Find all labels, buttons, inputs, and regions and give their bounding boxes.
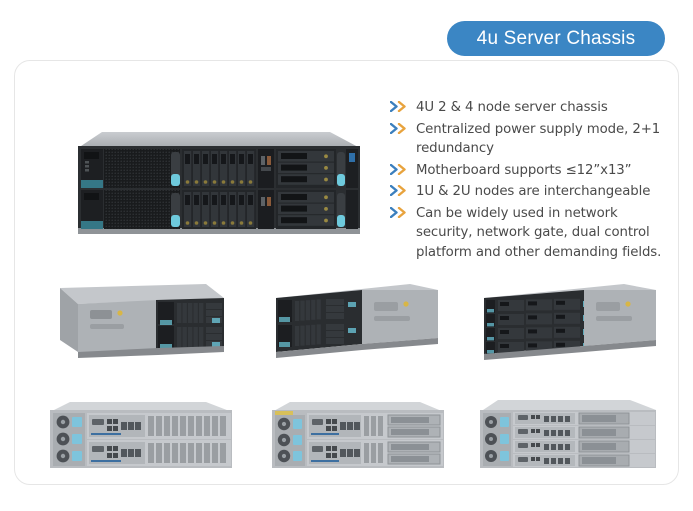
double-chevron-icon (390, 182, 416, 196)
node-upper (81, 149, 358, 188)
server-front-illustration (78, 132, 360, 234)
feature-text: Centralized power supply mode, 2+1 redun… (416, 121, 661, 157)
double-chevron-icon (390, 204, 416, 218)
node-lower (81, 190, 358, 229)
server-rear-4node-pcie (474, 398, 659, 478)
feature-item: 4U 2 & 4 node server chassis (390, 98, 675, 118)
server-angled-illustration (276, 284, 438, 358)
node-io-panel (307, 440, 443, 466)
page-title-banner: 4u Server Chassis (447, 21, 665, 56)
node-io-panel (513, 454, 655, 467)
feature-text: Motherboard supports ≤12”x13” (416, 162, 632, 178)
psu-fan-modules (53, 413, 85, 466)
feature-item: Motherboard supports ≤12”x13” (390, 161, 675, 181)
node-io-panel (87, 440, 231, 466)
feature-item: Can be widely used in network security, … (390, 204, 675, 263)
node-io-panel (513, 440, 655, 453)
double-chevron-icon (390, 161, 416, 175)
psu-fan-modules (483, 413, 511, 466)
feature-list: 4U 2 & 4 node server chassis Centralized… (390, 98, 675, 264)
feature-text: 1U & 2U nodes are interchangeable (416, 184, 651, 199)
hero-server-image (72, 118, 362, 238)
double-chevron-icon (390, 120, 416, 134)
server-angled-right-4node (472, 282, 662, 367)
pcie-card-slot (387, 441, 441, 465)
psu-fan-modules (275, 415, 305, 466)
node-io-panel (87, 413, 231, 439)
pcie-card-slot (387, 414, 441, 438)
node-io-panel (307, 413, 443, 439)
server-angled-left-2node (38, 282, 228, 367)
server-front-4node-illustration (484, 284, 656, 360)
server-angled-illustration (60, 284, 224, 358)
node-io-panel (513, 426, 655, 439)
feature-item: 1U & 2U nodes are interchangeable (390, 182, 675, 202)
server-rear-4node-illustration (480, 400, 656, 468)
server-rear-2node-blank (44, 398, 234, 478)
feature-text: Can be widely used in network security, … (416, 205, 662, 260)
feature-item: Centralized power supply mode, 2+1 redun… (390, 120, 675, 159)
node-io-panel (513, 412, 655, 425)
page-title: 4u Server Chassis (476, 27, 636, 49)
double-chevron-icon (390, 98, 416, 112)
server-rear-illustration (50, 402, 232, 468)
server-rear-illustration (272, 402, 444, 468)
feature-text: 4U 2 & 4 node server chassis (416, 100, 608, 115)
server-angled-right-2node (262, 282, 442, 367)
server-rear-2node-pcie (266, 398, 446, 478)
